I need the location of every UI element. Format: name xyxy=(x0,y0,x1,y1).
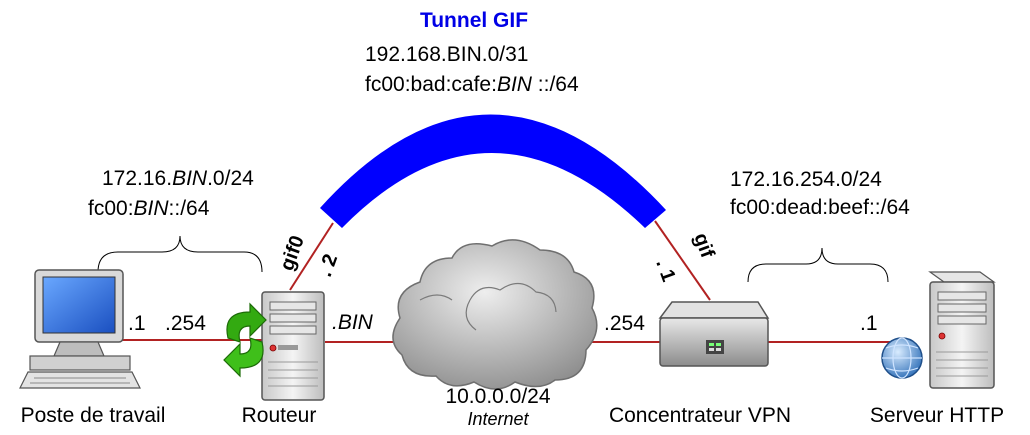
vpn-label: Concentrateur VPN xyxy=(609,404,791,427)
vpn-gif-label: gif xyxy=(689,230,718,261)
tunnel-title: Tunnel GIF xyxy=(420,9,528,32)
tunnel-ipv4: 192.168.BIN.0/31 xyxy=(365,43,528,66)
left-lan-ipv4: 172.16.BIN.0/24 xyxy=(102,167,254,190)
workstation-icon xyxy=(19,269,141,389)
tunnel-ipv6: fc00:bad:cafe:BIN ::/64 xyxy=(365,73,579,96)
right-lan-brace xyxy=(747,247,889,283)
router-gif-addr: . 2 xyxy=(314,251,342,279)
vpn-gif-addr: . 1 xyxy=(651,256,679,284)
links xyxy=(120,220,890,343)
vpn-wan-addr: .254 xyxy=(604,312,645,335)
tunnel-band xyxy=(320,114,666,228)
left-lan-brace xyxy=(97,235,263,273)
router-wan-addr: .BIN xyxy=(332,311,374,334)
right-lan-ipv4: 172.16.254.0/24 xyxy=(730,168,882,191)
left-lan-ipv6: fc00:BIN::/64 xyxy=(88,197,210,220)
server-addr: .1 xyxy=(860,312,878,335)
globe-icon xyxy=(881,337,923,379)
link-router-tunnel xyxy=(289,222,334,291)
router-label: Routeur xyxy=(242,404,317,427)
routing-arrows-icon xyxy=(223,302,267,378)
router-icon xyxy=(261,291,325,401)
internet-label: Internet xyxy=(467,409,529,429)
workstation-addr: .1 xyxy=(128,312,146,335)
internet-cloud-icon xyxy=(392,239,598,390)
workstation-label: Poste de travail xyxy=(21,404,166,427)
http-server-icon xyxy=(928,271,996,389)
link-vpn-tunnel xyxy=(654,220,711,301)
vpn-concentrator-icon xyxy=(658,301,770,367)
right-lan-ipv6: fc00:dead:beef::/64 xyxy=(730,196,910,219)
server-label: Serveur HTTP xyxy=(870,404,1004,427)
router-lan-addr: .254 xyxy=(165,312,206,335)
internet-network: 10.0.0.0/24 xyxy=(445,385,550,408)
